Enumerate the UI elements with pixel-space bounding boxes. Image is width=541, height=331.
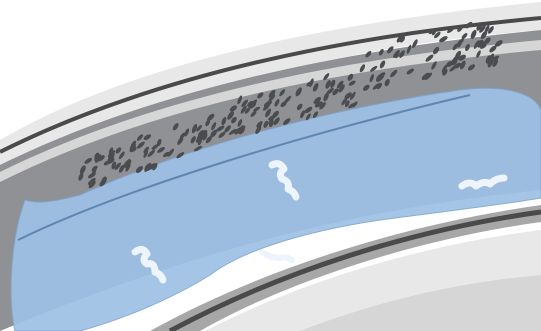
airway-illustration bbox=[0, 0, 541, 331]
diagram-canvas bbox=[0, 0, 541, 331]
